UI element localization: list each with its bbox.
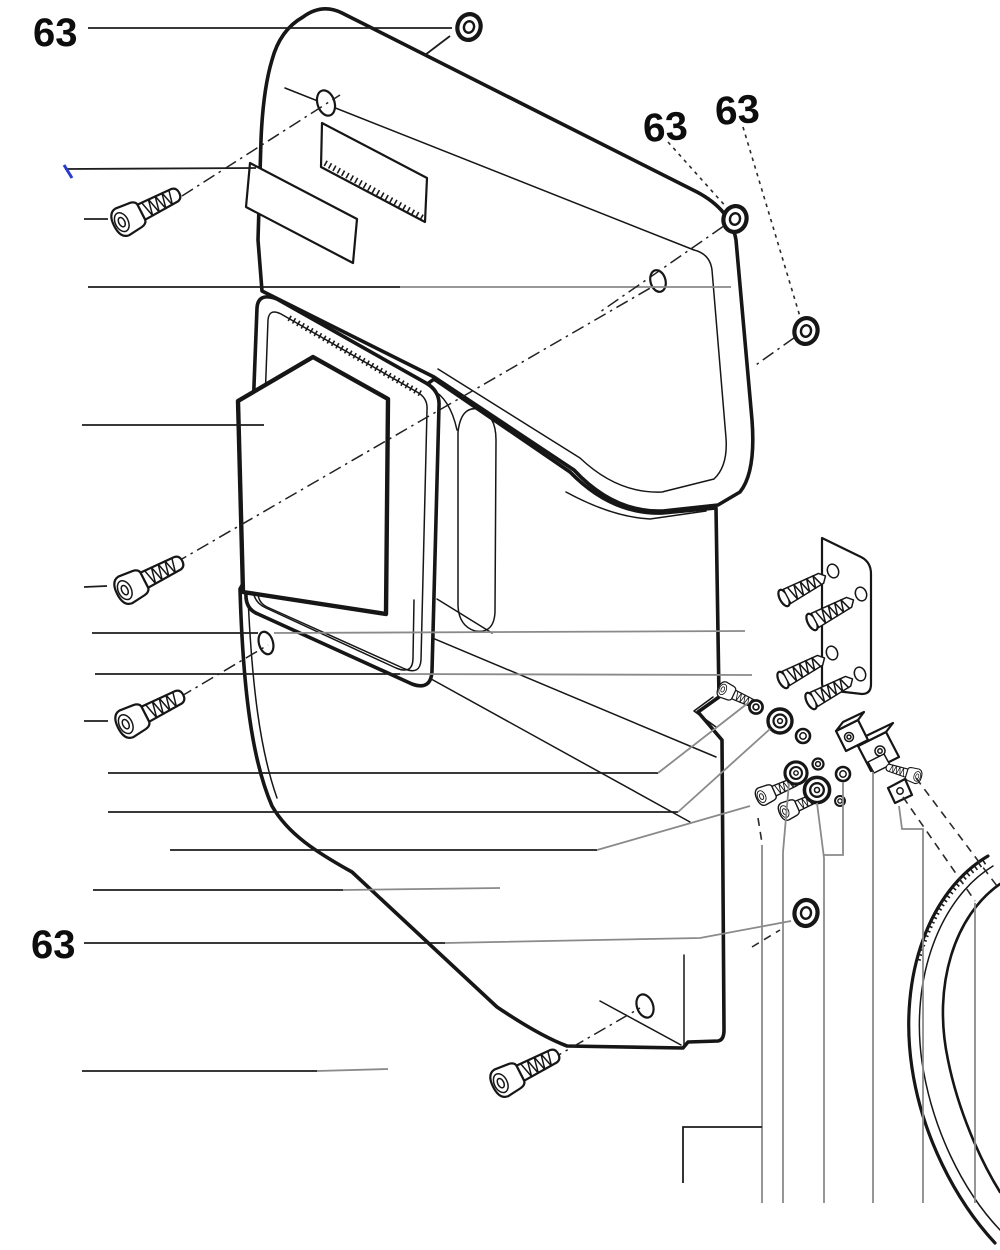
leader-lines xyxy=(62,27,792,1072)
callout-63-bottom-left: 63 xyxy=(31,923,76,967)
cover-hole-bottom xyxy=(635,993,655,1019)
callout-63-upper-right-1: 63 xyxy=(642,104,689,151)
roller-1 xyxy=(783,760,809,786)
flat-washer-right-2 xyxy=(792,315,821,346)
callout-63-top-left: 63 xyxy=(33,11,78,55)
assembly-centerlines xyxy=(174,94,816,1061)
flat-washer-bottom xyxy=(792,898,819,928)
washer-small-2 xyxy=(811,757,825,771)
switch-block-b xyxy=(856,721,901,774)
flat-washer-top xyxy=(454,11,484,43)
callout-leaders-upper-right xyxy=(667,126,802,321)
cover-hole-top xyxy=(315,89,337,117)
hex-nut-1 xyxy=(794,727,812,745)
staircase-leader-lines xyxy=(682,772,1000,1203)
roller-2 xyxy=(802,775,832,805)
callouts: 63 63 63 63 xyxy=(31,11,761,967)
socket-head-screw-3 xyxy=(110,680,192,743)
socket-head-screw-2 xyxy=(109,546,191,609)
socket-head-screw-1 xyxy=(106,178,188,241)
blue-pen-artifact xyxy=(62,164,74,179)
switch-block-c xyxy=(886,777,914,805)
callout-63-upper-right-2: 63 xyxy=(714,87,761,134)
cable-loop xyxy=(907,854,1000,1245)
switch-block-a xyxy=(834,710,870,753)
small-washer xyxy=(748,699,764,715)
socket-head-screw-4 xyxy=(485,1039,567,1102)
nameplate xyxy=(244,161,359,265)
hex-nut-2 xyxy=(834,765,852,783)
nameplate-slot xyxy=(319,121,429,224)
bearing xyxy=(766,707,794,735)
window-lens xyxy=(235,354,391,617)
plate-screw-3 xyxy=(773,648,830,692)
